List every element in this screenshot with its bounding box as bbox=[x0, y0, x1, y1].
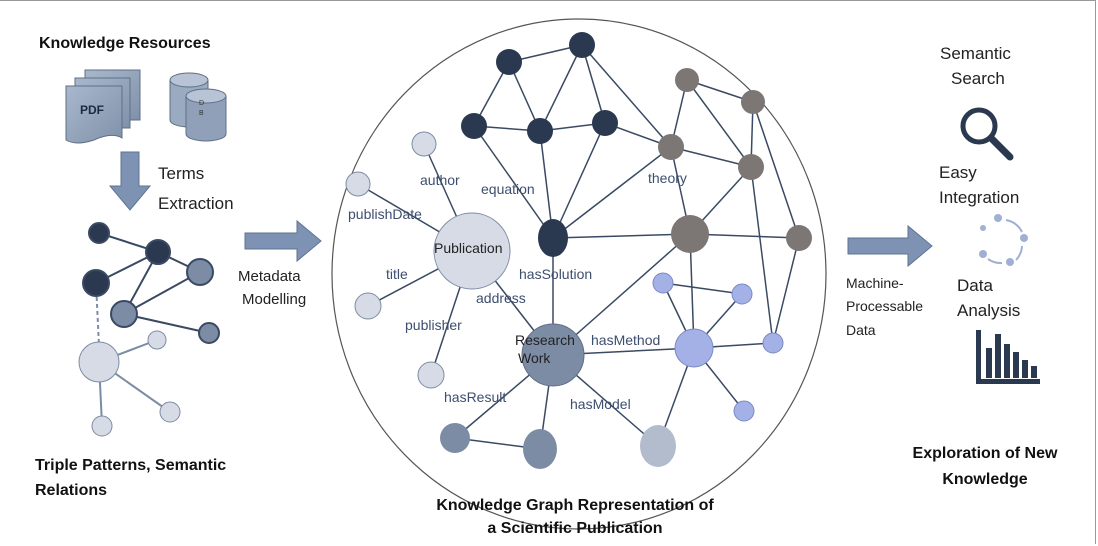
publication-node bbox=[433, 212, 511, 290]
edge-label-title: title bbox=[386, 266, 408, 282]
research-work-label-line2: Work bbox=[518, 350, 551, 366]
metadata-modelling-line1: Metadata bbox=[238, 268, 301, 285]
knowledge-resources-title: Knowledge Resources bbox=[39, 35, 211, 52]
data-analysis-line1: Data bbox=[957, 276, 993, 295]
caption-line2: a Scientific Publication bbox=[487, 520, 663, 537]
semantic-search-line1: Semantic bbox=[940, 44, 1011, 63]
machine-processable-line2: Processable bbox=[846, 298, 924, 314]
pdf-document-icon bbox=[65, 69, 141, 144]
machine-processable-line3: Data bbox=[846, 322, 876, 338]
exploration-line2: Knowledge bbox=[942, 471, 1028, 488]
publication-label: Publication bbox=[434, 240, 503, 256]
easy-integration-line1: Easy bbox=[939, 163, 977, 182]
graph-boundary bbox=[331, 18, 827, 530]
right-arrow-machine bbox=[847, 224, 933, 268]
machine-processable-line1: Machine- bbox=[846, 275, 904, 291]
edge-label-hasmodel: hasModel bbox=[570, 396, 631, 412]
down-arrow bbox=[108, 151, 152, 211]
database-icon bbox=[169, 72, 227, 142]
metadata-modelling-line2: Modelling bbox=[242, 291, 307, 308]
semantic-search-line2: Search bbox=[951, 69, 1005, 88]
edge-label-author: author bbox=[420, 172, 460, 188]
research-work-node bbox=[521, 323, 585, 387]
edge-label-theory: theory bbox=[648, 170, 687, 186]
terms-extraction-line2: Extraction bbox=[158, 194, 234, 213]
exploration-line1: Exploration of New bbox=[912, 445, 1058, 462]
triple-patterns-line2: Relations bbox=[35, 482, 108, 499]
terms-extraction-line1: Terms bbox=[158, 164, 205, 183]
triple-graph bbox=[78, 222, 220, 437]
edge-label-address: address bbox=[476, 290, 526, 306]
bar-chart-icon bbox=[976, 330, 1040, 384]
triple-patterns-line1: Triple Patterns, Semantic bbox=[35, 457, 227, 474]
db-label-d: D bbox=[199, 100, 205, 107]
edge-label-publisher: publisher bbox=[405, 317, 462, 333]
db-label-b: B bbox=[199, 110, 204, 117]
search-icon bbox=[960, 107, 1014, 161]
research-work-label-line1: Research bbox=[515, 332, 575, 348]
knowledge-graph-nodes bbox=[345, 32, 812, 469]
edge-label-hassolution: hasSolution bbox=[519, 266, 593, 282]
data-analysis-line2: Analysis bbox=[957, 301, 1021, 320]
knowledge-graph-edges bbox=[357, 44, 800, 450]
integration-cycle-icon bbox=[979, 214, 1028, 266]
pdf-label: PDF bbox=[80, 103, 104, 117]
edge-label-publishdate: publishDate bbox=[348, 206, 422, 222]
right-arrow-metadata bbox=[244, 219, 322, 263]
edge-label-hasresult: hasResult bbox=[444, 389, 507, 405]
easy-integration-line2: Integration bbox=[939, 188, 1020, 207]
edge-label-equation: equation bbox=[481, 181, 535, 197]
caption-line1: Knowledge Graph Representation of bbox=[436, 497, 714, 514]
edge-label-hasmethod: hasMethod bbox=[591, 332, 661, 348]
